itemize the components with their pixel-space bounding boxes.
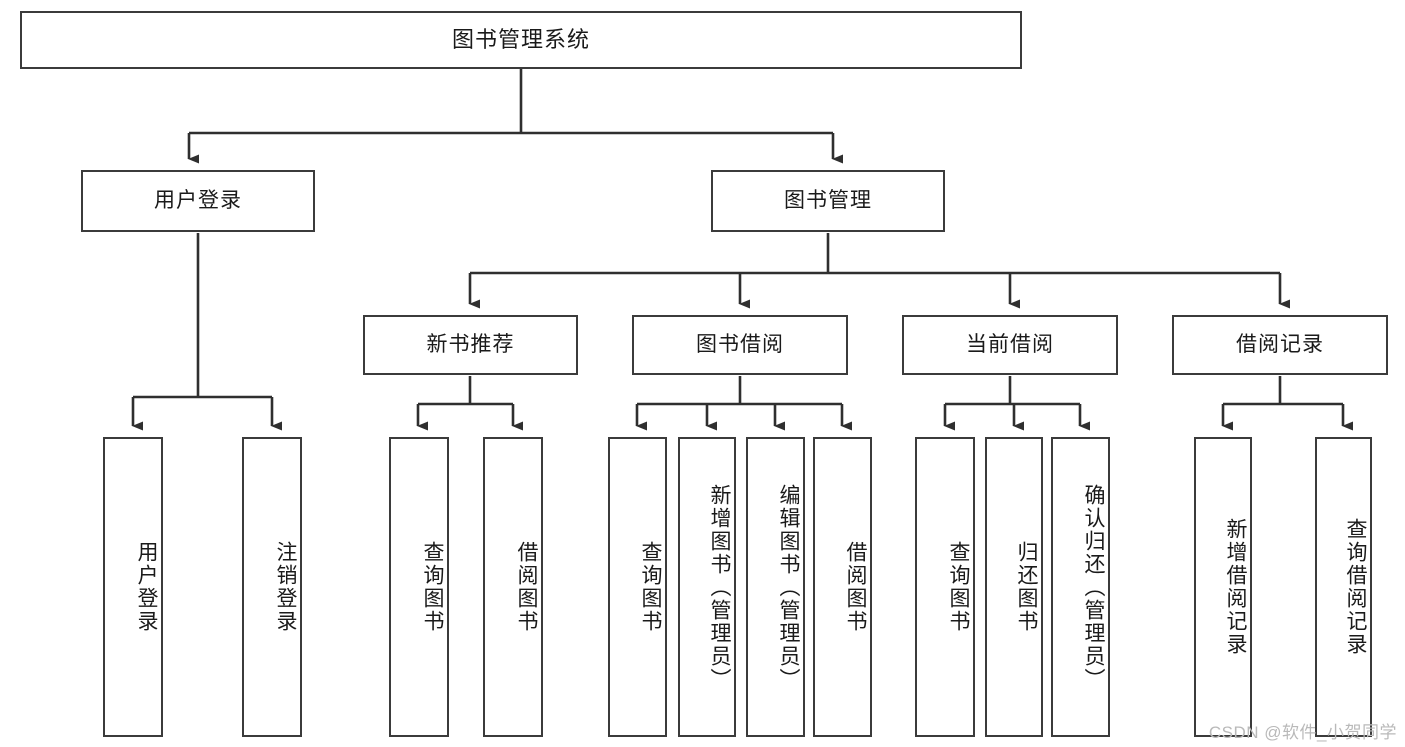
node-book-borrow[interactable]: 图书借阅 (632, 315, 848, 375)
node-user-login[interactable]: 用户登录 (81, 170, 315, 232)
leaf-edit-book-admin[interactable]: 编辑图书（管理员） (746, 437, 805, 737)
leaf-label: 新增借阅记录 (1224, 518, 1247, 656)
leaf-add-book-admin[interactable]: 新增图书（管理员） (678, 437, 736, 737)
leaf-query-book[interactable]: 查询图书 (608, 437, 667, 737)
leaf-add-borrow-record[interactable]: 新增借阅记录 (1194, 437, 1252, 737)
leaf-return-book[interactable]: 归还图书 (985, 437, 1043, 737)
leaf-user-login[interactable]: 用户登录 (103, 437, 163, 737)
leaf-label: 查询借阅记录 (1344, 518, 1367, 656)
leaf-confirm-return-admin[interactable]: 确认归还（管理员） (1051, 437, 1110, 737)
leaf-query-borrow-record[interactable]: 查询借阅记录 (1315, 437, 1372, 737)
leaf-label: 查询图书 (421, 541, 444, 633)
node-borrow-record[interactable]: 借阅记录 (1172, 315, 1388, 375)
leaf-label: 借阅图书 (515, 541, 538, 633)
leaf-label: 用户登录 (135, 541, 158, 633)
node-new-book-recommend[interactable]: 新书推荐 (363, 315, 578, 375)
leaf-query-book-new[interactable]: 查询图书 (389, 437, 449, 737)
leaf-label: 确认归还（管理员） (1082, 483, 1105, 691)
watermark: CSDN @软件_小贺同学 (1208, 723, 1397, 742)
leaf-label: 查询图书 (947, 541, 970, 633)
leaf-borrow-book-new[interactable]: 借阅图书 (483, 437, 543, 737)
node-current-borrow[interactable]: 当前借阅 (902, 315, 1118, 375)
leaf-label: 注销登录 (274, 541, 297, 633)
leaf-label: 新增图书（管理员） (708, 483, 731, 691)
node-book-management[interactable]: 图书管理 (711, 170, 945, 232)
leaf-logout-login[interactable]: 注销登录 (242, 437, 302, 737)
leaf-label: 查询图书 (639, 541, 662, 633)
leaf-query-book-current[interactable]: 查询图书 (915, 437, 975, 737)
leaf-borrow-book[interactable]: 借阅图书 (813, 437, 872, 737)
node-root-system[interactable]: 图书管理系统 (20, 11, 1022, 69)
leaf-label: 编辑图书（管理员） (777, 483, 800, 691)
leaf-label: 借阅图书 (844, 541, 867, 633)
leaf-label: 归还图书 (1015, 541, 1038, 633)
